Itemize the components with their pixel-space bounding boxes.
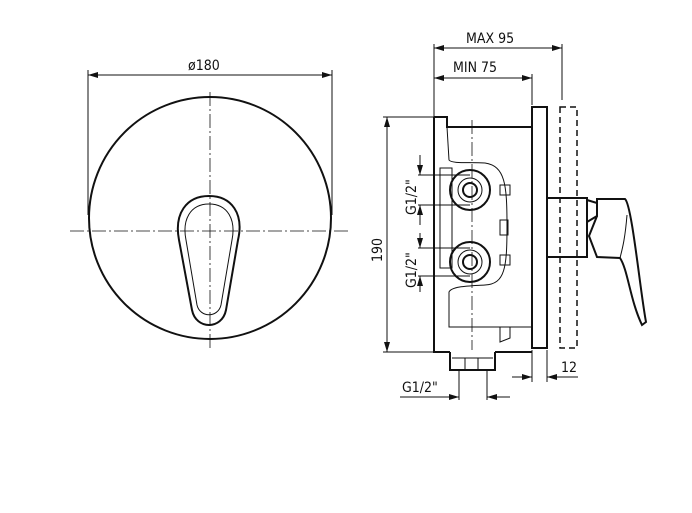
diameter-label: ø180 — [188, 58, 220, 74]
min-depth-label: MIN 75 — [453, 60, 497, 76]
inlet-port-bottom — [449, 241, 491, 283]
outlet-bottom-label: G1/2" — [402, 380, 438, 396]
valve-body — [433, 116, 532, 353]
bottom-outlet-fitting — [449, 352, 496, 371]
lever-handle-side — [587, 198, 648, 327]
front-view: ø180 — [70, 58, 350, 350]
inlet-top-label: G1/2" — [404, 179, 420, 215]
height-label: 190 — [370, 238, 386, 262]
inlet-port-top — [449, 169, 491, 211]
handle-cylinder — [546, 197, 588, 258]
lever-handle-front — [176, 194, 241, 326]
plate-thickness-label: 12 — [561, 360, 577, 376]
side-view: MAX 95 MIN 75 190 G1/2" — [370, 31, 648, 400]
inlet-middle-label: G1/2" — [404, 252, 420, 288]
cover-plate-max-position — [559, 106, 578, 349]
cover-plate — [531, 106, 548, 349]
max-depth-label: MAX 95 — [466, 31, 514, 47]
